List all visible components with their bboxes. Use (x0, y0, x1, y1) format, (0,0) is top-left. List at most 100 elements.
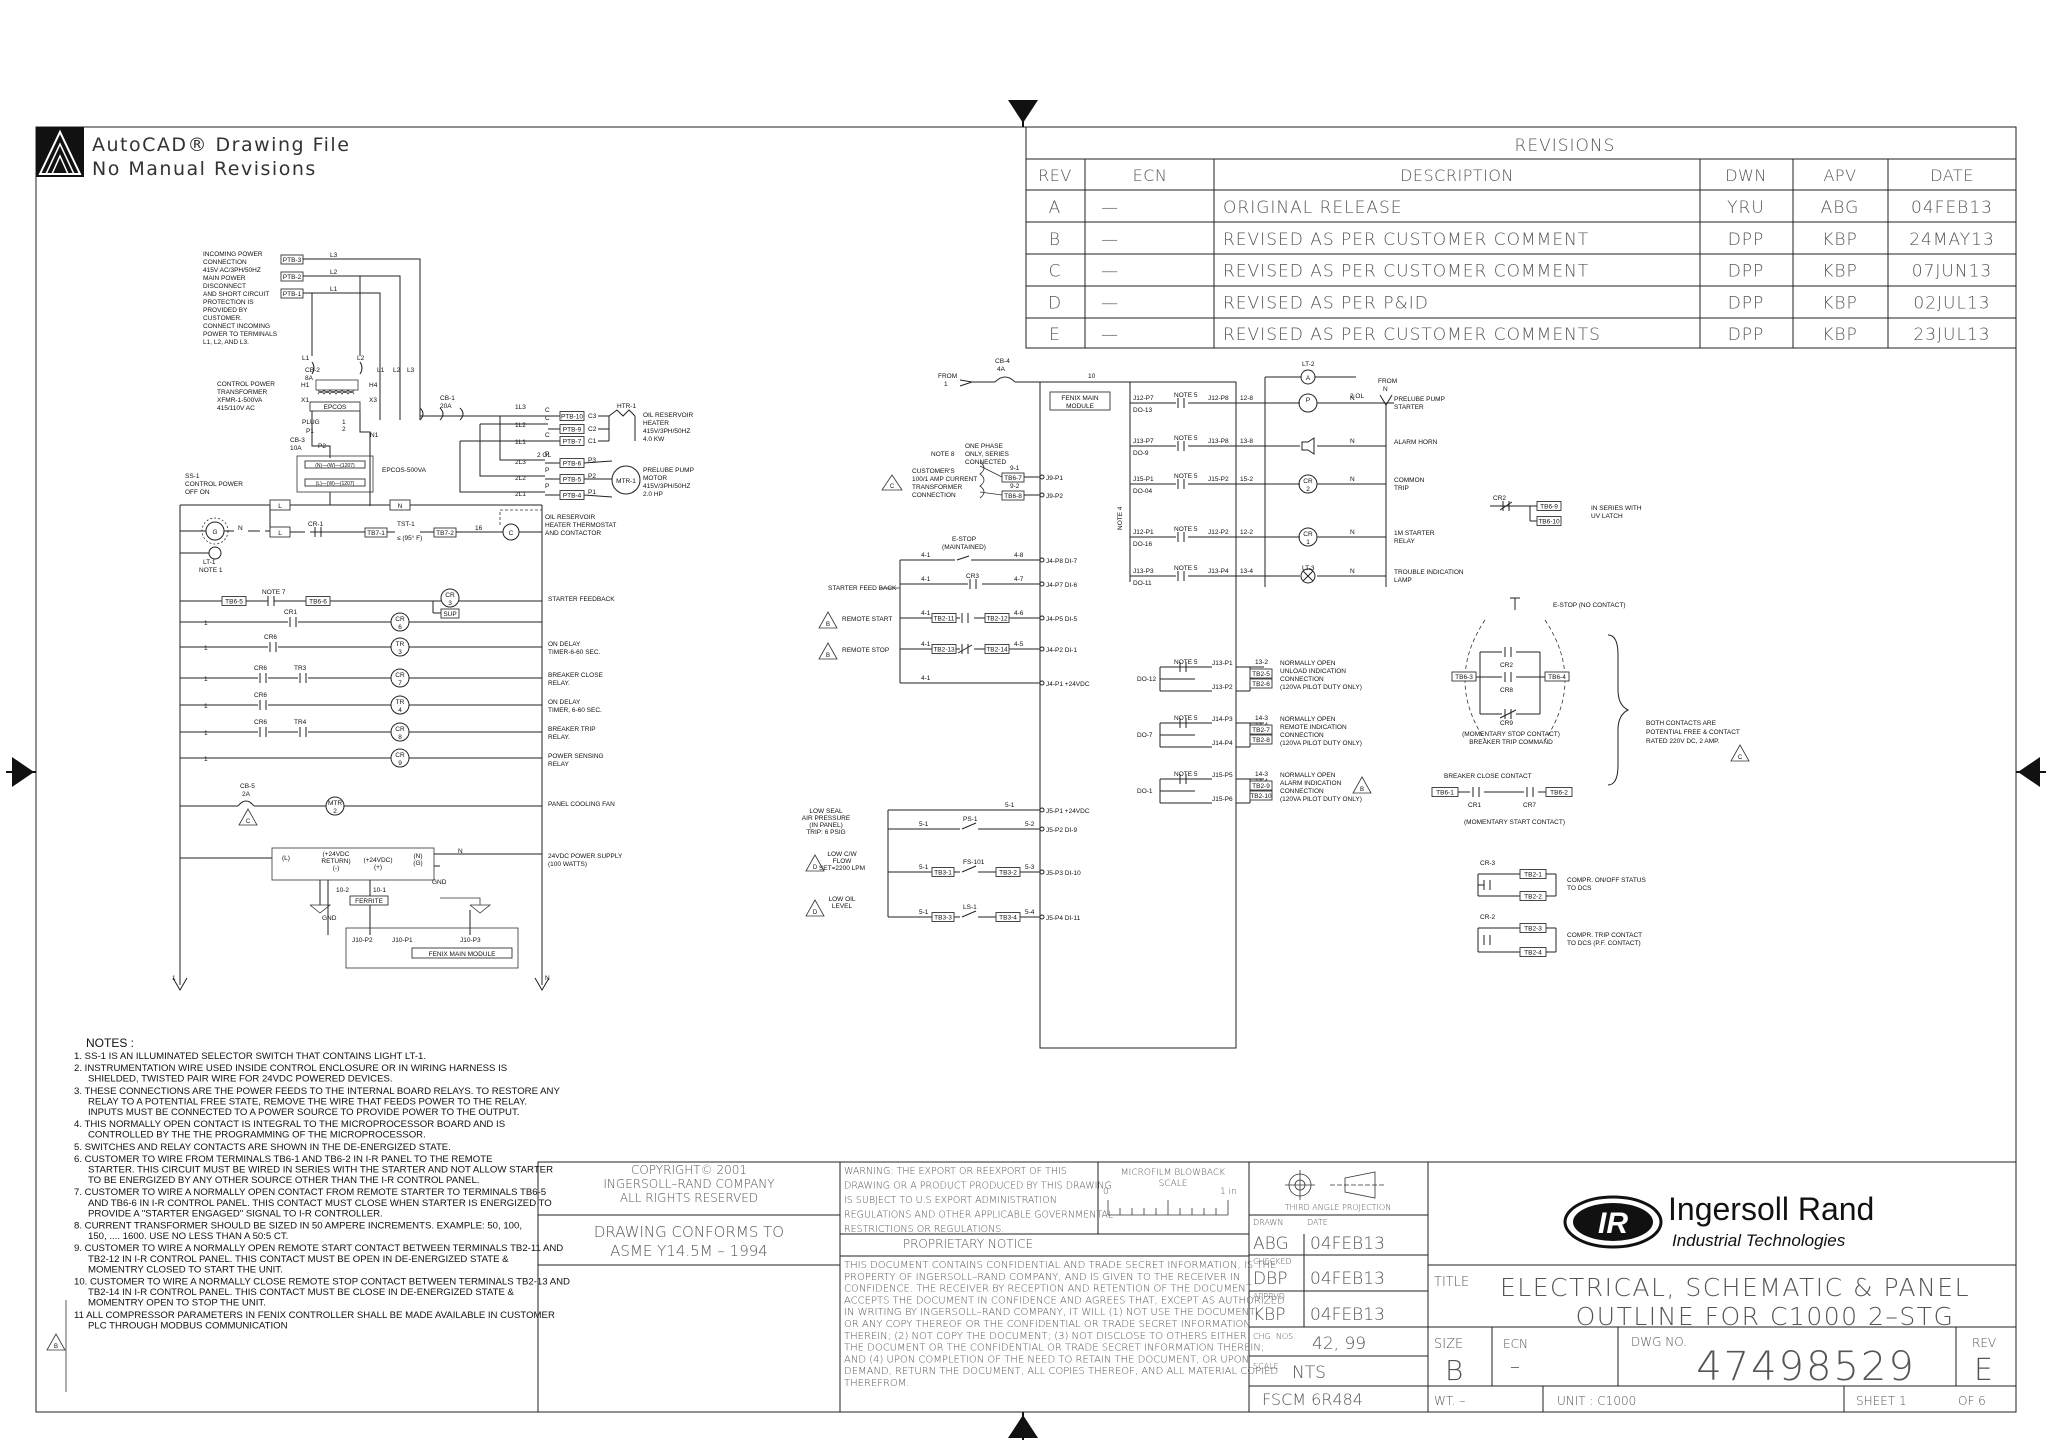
j4-pin-label: J4-P2 DI-1 (1046, 647, 1077, 654)
revision-triangle (805, 899, 825, 917)
revision-dwn: YRU (1727, 198, 1765, 218)
n-label: N (1350, 438, 1355, 445)
both-contacts-label: RATED 220V DC, 2 AMP. (1646, 738, 1720, 745)
do-pin-label: J12-P8 (1208, 395, 1229, 402)
input-label: TRIP: 6 PSIG (806, 829, 845, 836)
remote-start-label: REMOTE START (842, 616, 892, 623)
svg-text:NOTE 4: NOTE 4 (1117, 506, 1124, 530)
cr1-label: CR1 (1468, 802, 1481, 809)
tb2: TB2-12 (986, 616, 1008, 623)
svg-text:1: 1 (172, 975, 176, 982)
incoming-power-text: MAIN POWER (203, 275, 246, 282)
pin (1039, 807, 1045, 813)
note5: NOTE 5 (1174, 435, 1198, 442)
svg-text:4A: 4A (997, 366, 1006, 373)
heater-text: 415V/3PH/50HZ (643, 428, 690, 435)
revision-letter: B (1049, 230, 1061, 250)
p-label: P2 (588, 473, 596, 480)
switch (961, 865, 977, 873)
note-line: 1. SS-1 IS AN ILLUMINATED SELECTOR SWITC… (74, 1051, 426, 1062)
title-line2: OUTLINE FOR C1000 2–STG (1576, 1302, 1955, 1331)
wire-number: 10-2 (336, 887, 349, 894)
tb6: TB6-2 (1550, 790, 1568, 797)
revision-header: DATE (1930, 166, 1974, 185)
do-pin-label: J13-P1 (1212, 660, 1233, 667)
motor-text: 2.0 HP (643, 491, 663, 498)
svg-text:LT-3: LT-3 (1302, 565, 1315, 572)
tb3-box (931, 867, 955, 877)
svg-text:ALL RIGHTS RESERVED: ALL RIGHTS RESERVED (620, 1191, 758, 1205)
svg-text:SIZE: SIZE (1434, 1337, 1463, 1352)
do-row-label: (120VA PILOT DUTY ONLY) (1280, 740, 1362, 747)
revision-apv: KBP (1822, 293, 1858, 313)
revision-triangle (818, 611, 838, 629)
do-row-label: NORMALLY OPEN (1280, 772, 1336, 779)
ground-symbol (469, 904, 492, 914)
revision-triangle (46, 1333, 66, 1351)
svg-text:2 OL: 2 OL (537, 452, 551, 459)
j4-pin-label: J4-P8 DI-7 (1046, 558, 1077, 565)
svg-text:ABG: ABG (1253, 1234, 1289, 1254)
svg-text:20A: 20A (440, 403, 452, 410)
contact-gap (258, 726, 268, 738)
incoming-power-text: CONNECTION (203, 259, 247, 266)
wire-number: 1 (204, 703, 208, 710)
oil-reservoir-text: HEATER THERMOSTAT (545, 522, 616, 529)
output-label: STARTER (1394, 404, 1424, 411)
note-line: 8. CURRENT TRANSFORMER SHOULD BE SIZED I… (74, 1221, 522, 1232)
svg-text:REV: REV (1972, 1336, 1996, 1350)
do-row-label: UNLOAD INDICATION (1280, 668, 1346, 675)
svg-text:HTR-1: HTR-1 (617, 403, 637, 410)
do-pin-label: J14-P3 (1212, 716, 1233, 723)
contact-label: C (545, 432, 550, 439)
ps-label: RETURN) (321, 858, 350, 865)
tb6: TB6-10 (1538, 519, 1560, 526)
note-ref: NOTE 7 (262, 589, 286, 596)
do-pin-label: J13-P8 (1208, 438, 1229, 445)
j4-pin-label: J4-P7 DI-6 (1046, 582, 1077, 589)
momentary-stop-label: BREAKER TRIP COMMAND (1469, 739, 1553, 746)
tb3-box (931, 912, 955, 922)
customer-ct-text: 100/1 AMP CURRENT (912, 476, 977, 483)
svg-text:L3: L3 (407, 367, 415, 374)
customer-ct-text: CUSTOMER'S (912, 468, 955, 475)
autocad-line2: No Manual Revisions (92, 158, 317, 180)
revision-letter: A (1049, 198, 1062, 218)
gap (968, 578, 982, 590)
svg-text:B: B (1445, 1354, 1463, 1387)
incoming-power-text: L1, L2, AND L3. (203, 339, 249, 346)
wire-number: 15-2 (1240, 476, 1253, 483)
svg-text:DRAWING CONFORMS TO: DRAWING CONFORMS TO (594, 1223, 784, 1241)
tb2-box (984, 613, 1010, 623)
contact-label: CR6 (254, 692, 267, 699)
tb2-box (1249, 668, 1273, 679)
drawing-number: 47498529 (1696, 1344, 1916, 1390)
gnd-label: GND (432, 879, 447, 886)
n-label: N (1350, 529, 1355, 536)
incoming-power-text: POWER TO TERMINALS (203, 331, 278, 338)
svg-text:04FEB13: 04FEB13 (1310, 1269, 1385, 1289)
gap (1502, 646, 1516, 658)
proprietary-line: THEREIN; (2) NOT COPY THE DOCUMENT; (3) … (844, 1331, 1247, 1342)
input-label: LOW C/W (827, 851, 857, 858)
revision-ecn: — (1101, 262, 1119, 282)
warning-line: RESTRICTIONS OR REGULATIONS. (844, 1224, 1004, 1235)
svg-text:APPRVD: APPRVD (1253, 1292, 1285, 1301)
cr9-label: CR9 (1500, 720, 1513, 727)
svg-text:IR: IR (1598, 1207, 1628, 1240)
svg-text:SHEET 1: SHEET 1 (1856, 1394, 1907, 1408)
revision-triangle-label: C (246, 819, 251, 825)
coil-label: CR (395, 616, 405, 623)
svg-text:N: N (398, 503, 403, 510)
input-label: LOW SEAL (809, 808, 843, 815)
output-label: ALARM HORN (1394, 439, 1438, 446)
tb2-box (931, 644, 957, 654)
tb3: TB3-2 (999, 870, 1017, 877)
breaker (237, 800, 255, 807)
wire-number: 4-1 (921, 641, 931, 648)
tb2-box (931, 613, 957, 623)
company-sub: Industrial Technologies (1672, 1231, 1846, 1250)
coil-label: MTR (328, 800, 342, 807)
gap (1176, 397, 1188, 409)
